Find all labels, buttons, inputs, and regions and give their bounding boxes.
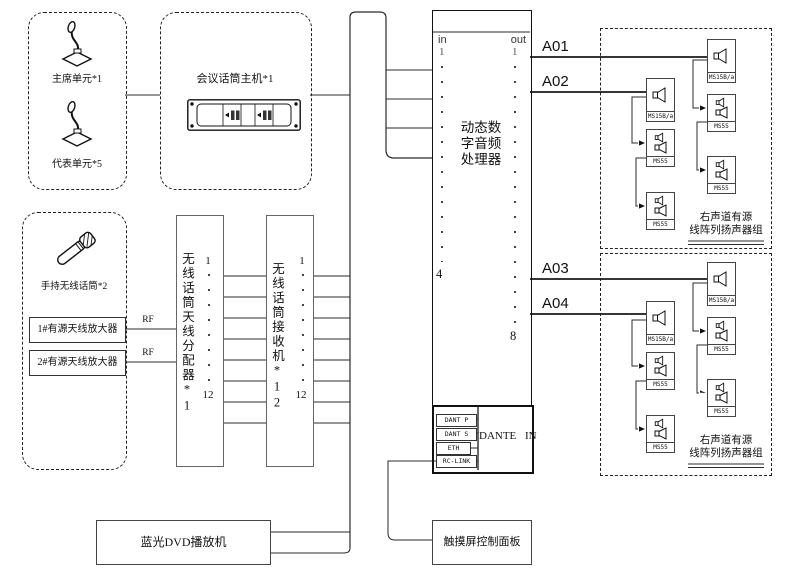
antenna-amplifier-2-box: 2#有源天线放大器 — [29, 350, 126, 376]
dante-port-primary: DANT P — [436, 414, 477, 427]
speaker-array-bottom-group-box — [600, 253, 772, 476]
processor-out-first: 1 — [512, 46, 518, 58]
speaker-model-plate: MS55 — [647, 442, 674, 452]
speaker-array-top-group-box — [600, 28, 772, 249]
speaker-box: MS55 — [707, 156, 736, 194]
distributor-channel-first: 1 — [205, 255, 211, 267]
speaker-box: MS55 — [646, 192, 675, 230]
processor-out-label: out — [510, 34, 526, 46]
speaker-model-plate: MS15B/a — [708, 72, 735, 81]
speaker-model-plate: MS55 — [647, 156, 674, 166]
dante-port-secondary: DANT S — [436, 428, 477, 441]
dual-speaker-icon — [647, 193, 674, 219]
dual-speaker-icon — [708, 95, 735, 121]
processor-in-dots — [441, 66, 443, 262]
bluray-dvd-player-box: 蓝光DVD播放机 — [96, 520, 271, 565]
antenna-distributor-label: 无线话筒天线分配器*1 — [180, 252, 194, 415]
dual-speaker-icon — [647, 130, 674, 156]
processor-out-last: 8 — [510, 329, 517, 343]
receiver-channel-first: 1 — [299, 255, 305, 267]
speaker-box: MS55 — [707, 379, 736, 417]
wireless-receiver-label: 无线话筒接收机*12 — [270, 262, 284, 412]
speaker-box: MS15B/a — [646, 301, 675, 345]
rack-host-icon — [187, 99, 301, 131]
audio-processor-box — [432, 10, 532, 407]
speaker-box: MS55 — [707, 94, 736, 132]
output-a03-label: A03 — [542, 260, 569, 277]
speaker-model-plate: MS55 — [708, 344, 735, 354]
dante-in-box — [432, 405, 534, 474]
dual-speaker-icon — [708, 157, 735, 183]
delegate-unit-label: 代表单元*5 — [52, 159, 102, 170]
speaker-box: MS55 — [646, 352, 675, 390]
gooseneck-mic-icon — [61, 100, 93, 147]
dual-speaker-icon — [708, 380, 735, 406]
speaker-model-plate: MS15B/a — [647, 334, 674, 343]
speaker-icon — [647, 302, 674, 334]
processor-name: 动态数 字音频 处理器 — [460, 120, 502, 167]
speaker-group-bottom-label: 右声道有源 线阵列扬声器组 — [689, 435, 763, 459]
distributor-channel-dots — [208, 274, 210, 386]
output-a01-label: A01 — [542, 38, 569, 55]
speaker-model-plate: MS55 — [708, 406, 735, 416]
speaker-icon — [647, 79, 674, 111]
dual-speaker-icon — [647, 353, 674, 379]
handheld-mic-label: 手持无线话筒*2 — [40, 282, 108, 292]
wireless-mic-group-box — [22, 212, 127, 470]
touch-panel-box: 触摸屏控制面板 — [432, 520, 532, 565]
speaker-model-plate: MS55 — [708, 121, 735, 131]
dual-speaker-icon — [647, 416, 674, 442]
processor-in-label: in — [438, 34, 447, 46]
rf-label-1: RF — [142, 315, 154, 325]
processor-in-first: 1 — [439, 46, 445, 58]
dual-speaker-icon — [708, 318, 735, 344]
distributor-channel-last: 12 — [202, 389, 214, 401]
speaker-box: MS15B/a — [707, 262, 736, 306]
chairman-unit-label: 主席单元*1 — [52, 74, 102, 85]
speaker-model-plate: MS55 — [708, 183, 735, 193]
speaker-box: MS15B/a — [707, 39, 736, 83]
conference-host-label: 会议话筒主机*1 — [196, 73, 274, 85]
speaker-model-plate: MS15B/a — [708, 295, 735, 304]
speaker-box: MS55 — [646, 415, 675, 453]
processor-in-last: 4 — [436, 267, 443, 281]
dante-port-rclink: RC-LINK — [436, 455, 477, 468]
speaker-icon — [708, 40, 735, 72]
dante-in-label: DANTE IN — [479, 430, 537, 442]
processor-out-dots — [514, 66, 516, 324]
speaker-model-plate: MS55 — [647, 379, 674, 389]
speaker-model-plate: MS55 — [647, 219, 674, 229]
antenna-distributor-box — [176, 215, 224, 467]
speaker-icon — [708, 263, 735, 295]
speaker-model-plate: MS15B/a — [647, 111, 674, 120]
output-a04-label: A04 — [542, 295, 569, 312]
handheld-mic-icon — [57, 231, 96, 265]
speaker-box: MS55 — [646, 129, 675, 167]
antenna-amplifier-1-box: 1#有源天线放大器 — [29, 317, 126, 343]
gooseneck-mic-icon — [61, 20, 93, 67]
receiver-channel-last: 12 — [295, 389, 307, 401]
output-a02-label: A02 — [542, 73, 569, 90]
speaker-group-top-label: 右声道有源 线阵列扬声器组 — [689, 212, 763, 236]
speaker-box: MS15B/a — [646, 78, 675, 122]
dante-port-eth: ETH — [436, 442, 471, 455]
conference-host-group-box — [160, 12, 312, 190]
receiver-channel-dots — [302, 274, 304, 386]
speaker-box: MS55 — [707, 317, 736, 355]
wireless-receiver-box — [266, 215, 314, 467]
conference-units-group-box — [28, 12, 127, 190]
rf-label-2: RF — [142, 348, 154, 358]
